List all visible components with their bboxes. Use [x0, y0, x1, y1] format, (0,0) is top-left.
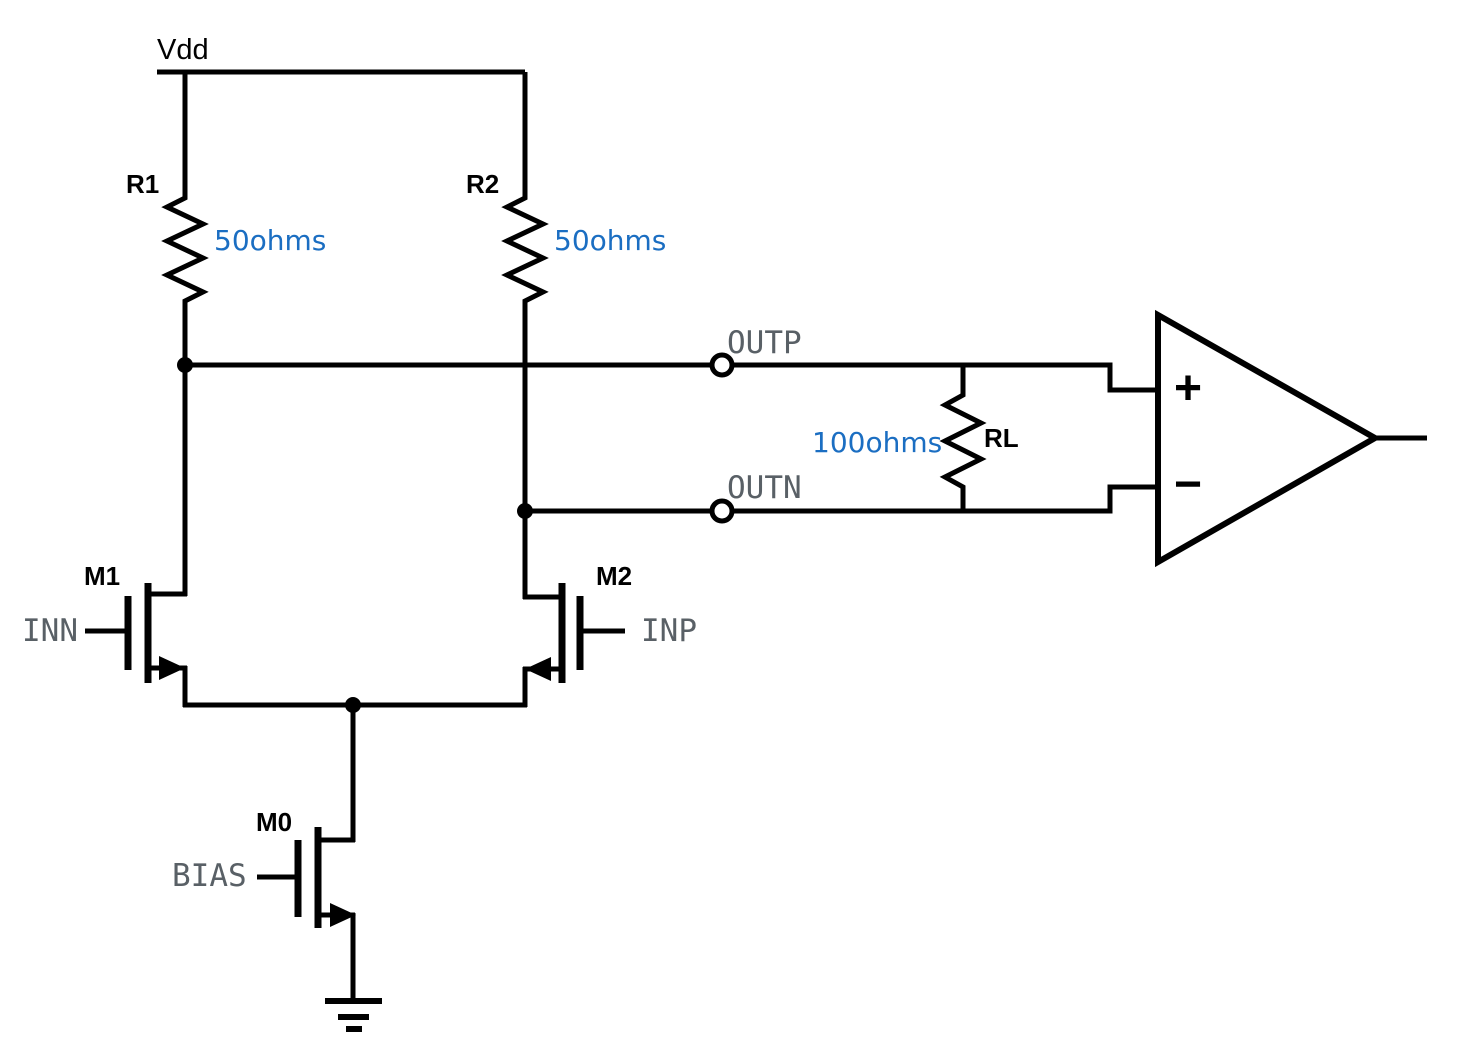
bias-net-label: BIAS — [172, 858, 247, 894]
comparator-triangle — [1155, 309, 1382, 568]
outn-wire-right — [732, 484, 1158, 514]
m2-source-arrow-icon — [525, 657, 551, 681]
transistor-m1: M1 INN — [22, 561, 188, 707]
comparator-plus-sign: + — [1174, 362, 1202, 415]
r1-ref-label: R1 — [126, 169, 159, 199]
m1-ref-label: M1 — [84, 561, 120, 591]
rl-value-label: 100ohms — [812, 426, 942, 459]
transistor-m0: M0 BIAS — [172, 807, 356, 1001]
rl-ref-label: RL — [984, 423, 1019, 453]
outp-junction-dot — [177, 357, 193, 373]
m2-ref-label: M2 — [596, 561, 632, 591]
inn-net-label: INN — [22, 613, 78, 649]
m0-source-arrow-icon — [330, 903, 356, 927]
resistor-rl — [939, 365, 987, 511]
m1-source-arrow-icon — [159, 656, 185, 680]
r1-value-label: 50ohms — [214, 224, 326, 257]
outp-net-label: OUTP — [727, 325, 802, 361]
resistor-r2 — [501, 72, 549, 599]
m0-ref-label: M0 — [256, 807, 292, 837]
r2-ref-label: R2 — [466, 169, 499, 199]
r2-value-label: 50ohms — [554, 224, 666, 257]
transistor-m2: M2 INP — [522, 561, 697, 707]
outp-wire-right — [732, 362, 1158, 393]
outn-net-label: OUTN — [727, 470, 802, 506]
outn-junction-dot — [517, 503, 533, 519]
inp-net-label: INP — [641, 613, 697, 649]
resistor-r1 — [161, 72, 209, 596]
ground-icon — [325, 998, 382, 1032]
comparator-minus-sign: − — [1174, 458, 1202, 511]
vdd-label: Vdd — [157, 34, 209, 66]
